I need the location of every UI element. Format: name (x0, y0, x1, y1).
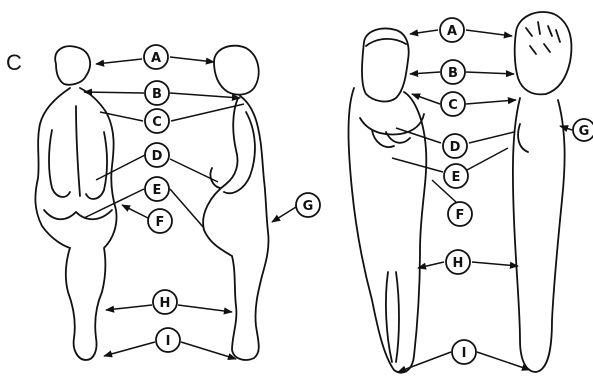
left-side-body (203, 96, 268, 360)
right-figure-back (513, 12, 572, 372)
right-figure-front (349, 29, 427, 373)
left-figure-side (203, 46, 268, 360)
left-back-buttocks (44, 210, 112, 219)
left-side-breast (210, 168, 220, 188)
left-label-d: D (152, 149, 163, 164)
right-label-f: F (456, 208, 465, 223)
right-front-groove (386, 272, 399, 362)
right-back-hair-texture (526, 22, 560, 54)
left-side-head (214, 46, 259, 95)
left-back-arm-left (49, 130, 70, 197)
right-label-a: A (447, 24, 457, 39)
right-front-hair (366, 39, 406, 46)
right-label-e: E (452, 170, 461, 185)
right-labels (392, 30, 572, 372)
right-label-g: G (579, 124, 590, 139)
right-label-b: B (448, 66, 458, 81)
left-label-a: A (151, 51, 161, 66)
left-back-head (55, 46, 90, 84)
panel-label: C (6, 50, 22, 76)
right-back-arm (518, 124, 528, 152)
left-label-i: I (166, 334, 171, 349)
right-label-i: I (462, 346, 467, 361)
left-label-h: H (160, 296, 171, 311)
left-label-f: F (156, 215, 165, 230)
right-label-d: D (450, 140, 461, 155)
left-back-spine (76, 106, 80, 196)
left-label-e: E (153, 183, 162, 198)
right-back-head (515, 12, 572, 94)
left-back-arm-right (86, 132, 107, 199)
left-label-g: G (303, 199, 314, 214)
right-label-c: C (448, 98, 458, 113)
right-back-body (513, 98, 565, 372)
left-label-c: C (152, 115, 162, 130)
right-front-arms (360, 114, 424, 134)
left-figure-back (35, 46, 116, 360)
left-label-b: B (152, 87, 162, 102)
right-label-h: H (453, 256, 464, 271)
